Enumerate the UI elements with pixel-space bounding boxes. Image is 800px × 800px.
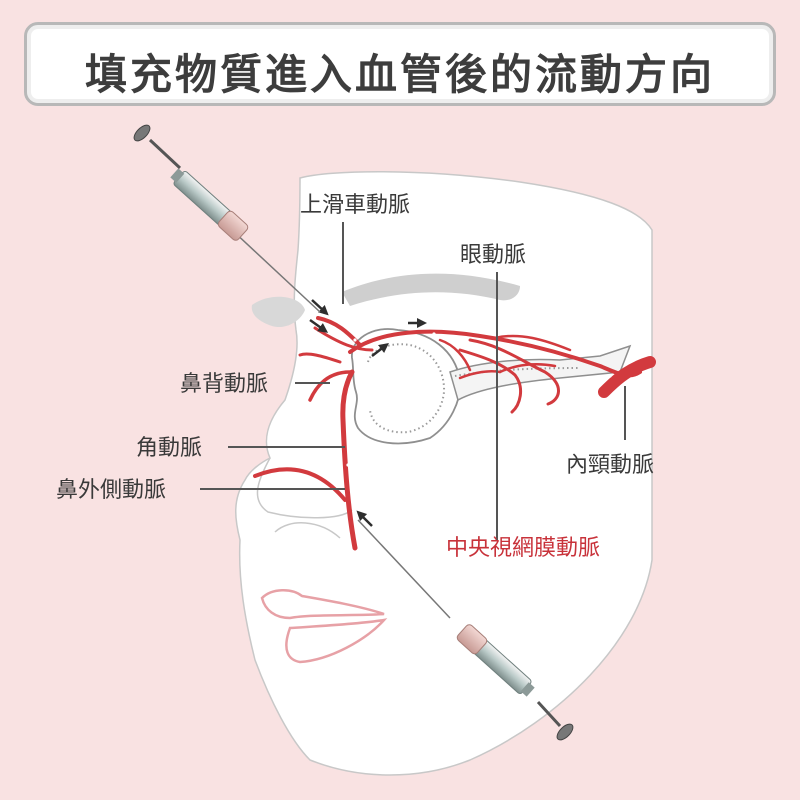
branch-to-orbit-1: [438, 338, 472, 372]
brow-ridge-shadow: [251, 296, 305, 328]
lower-lip: [285, 618, 388, 664]
leader-lines: [200, 222, 626, 540]
label-dorsal-nasal: 鼻背動脈: [180, 372, 268, 397]
upper-lip: [260, 589, 385, 620]
lateral-nasal-artery: [253, 467, 347, 502]
syringe-icon: [357, 519, 574, 741]
flow-arrow-icon: [371, 342, 389, 357]
flow-arrows: [309, 299, 427, 527]
dorsal-nasal-artery: [308, 370, 352, 402]
eyebrow: [342, 273, 520, 306]
label-ophthalmic: 眼動脈: [460, 243, 526, 268]
page-title: 填充物質進入血管後的流動方向: [84, 50, 715, 99]
dorsal-nasal-branch: [298, 352, 342, 364]
optic-canal-dotted: [454, 367, 581, 377]
syringe-icon: [133, 124, 321, 313]
orbit-inner-dotted: [367, 343, 446, 434]
label-internal-carotid: 內頸動脈: [566, 453, 654, 478]
flow-arrow-icon: [311, 299, 329, 316]
flow-arrow-icon: [309, 318, 329, 333]
angular-artery: [340, 369, 358, 551]
label-central-retinal: 中央視網膜動脈: [446, 536, 600, 561]
label-supratrochlear: 上滑車動脈: [300, 193, 410, 218]
orbit-outline: [351, 328, 462, 445]
artery-network: [253, 316, 656, 551]
supratrochlear-artery: [316, 316, 362, 347]
internal-carotid-artery: [598, 356, 656, 398]
label-angular: 角動脈: [136, 436, 202, 461]
ophthalmic-branch-loop: [468, 338, 560, 406]
small-flow-markers: [342, 332, 612, 532]
nostril: [274, 522, 341, 539]
ophthalmic-artery-main: [348, 329, 642, 378]
title-banner: 填充物質進入血管後的流動方向: [24, 22, 776, 106]
orbit-branch-2: [498, 363, 557, 374]
ophthalmic-branch-upper: [493, 334, 572, 352]
flow-arrow-icon: [356, 510, 373, 527]
label-lateral-nasal: 鼻外側動脈: [56, 478, 166, 503]
nose-contour: [256, 457, 353, 519]
ophthalmic-branch-lower: [458, 348, 523, 414]
